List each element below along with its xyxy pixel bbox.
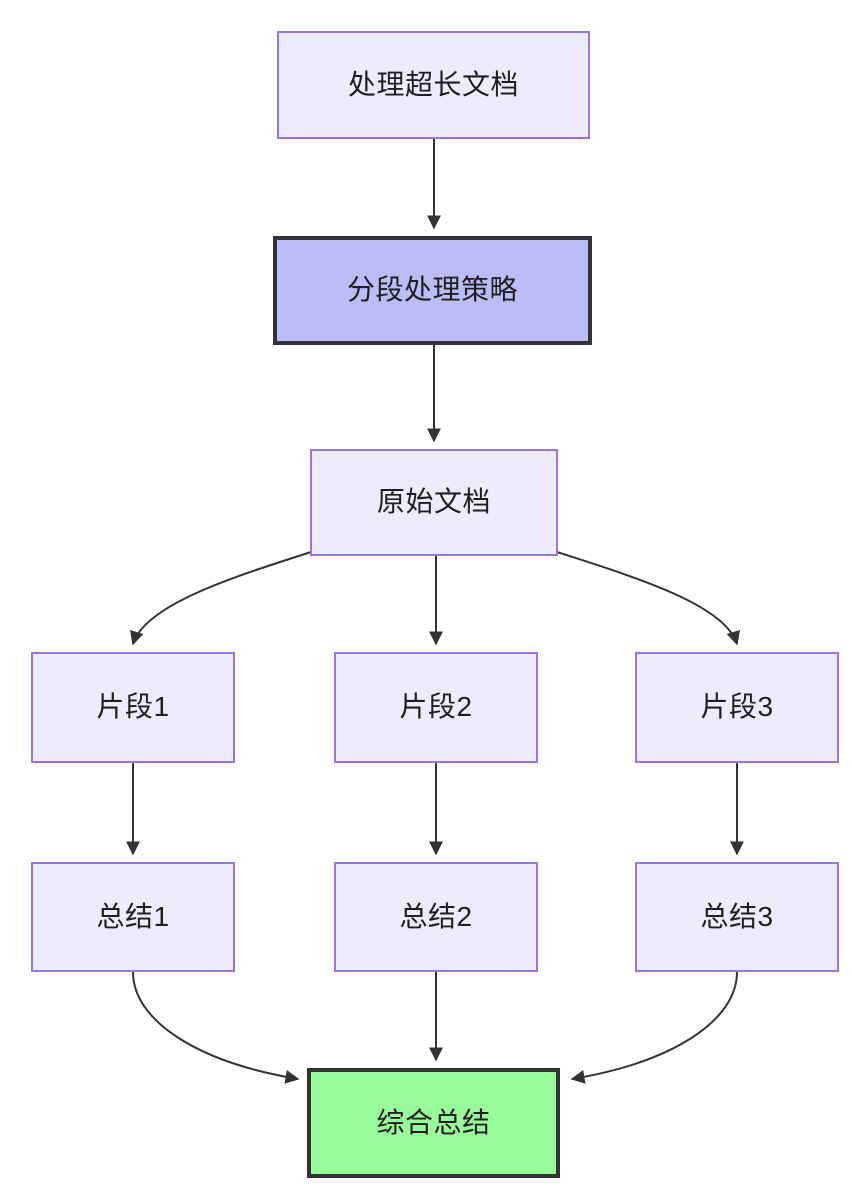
node-label: 综合总结 bbox=[376, 1106, 491, 1138]
node-label: 片段2 bbox=[399, 691, 473, 723]
node-summary-1[interactable]: 总结1 bbox=[31, 862, 235, 972]
edge-n7-n10 bbox=[132, 971, 300, 1084]
node-label: 处理超长文档 bbox=[347, 68, 519, 100]
node-label: 片段3 bbox=[700, 691, 774, 723]
node-summary-2[interactable]: 总结2 bbox=[334, 862, 538, 972]
node-original-document[interactable]: 原始文档 bbox=[310, 449, 558, 556]
node-label: 片段1 bbox=[96, 691, 170, 723]
edge-n9-n10 bbox=[570, 971, 738, 1084]
node-fragment-1[interactable]: 片段1 bbox=[31, 652, 235, 763]
node-fragment-2[interactable]: 片段2 bbox=[334, 652, 538, 763]
edge-n3-n4 bbox=[130, 551, 312, 646]
node-label: 总结2 bbox=[399, 900, 473, 932]
node-process-long-document[interactable]: 处理超长文档 bbox=[277, 31, 590, 139]
node-label: 总结1 bbox=[96, 900, 170, 932]
node-comprehensive-summary[interactable]: 综合总结 bbox=[307, 1068, 560, 1178]
node-chunking-strategy[interactable]: 分段处理策略 bbox=[273, 236, 592, 345]
node-summary-3[interactable]: 总结3 bbox=[635, 862, 839, 972]
node-label: 分段处理策略 bbox=[346, 274, 518, 306]
node-label: 原始文档 bbox=[376, 486, 491, 518]
node-label: 总结3 bbox=[700, 900, 774, 932]
edge-n3-n6 bbox=[556, 551, 740, 646]
node-fragment-3[interactable]: 片段3 bbox=[635, 652, 839, 763]
